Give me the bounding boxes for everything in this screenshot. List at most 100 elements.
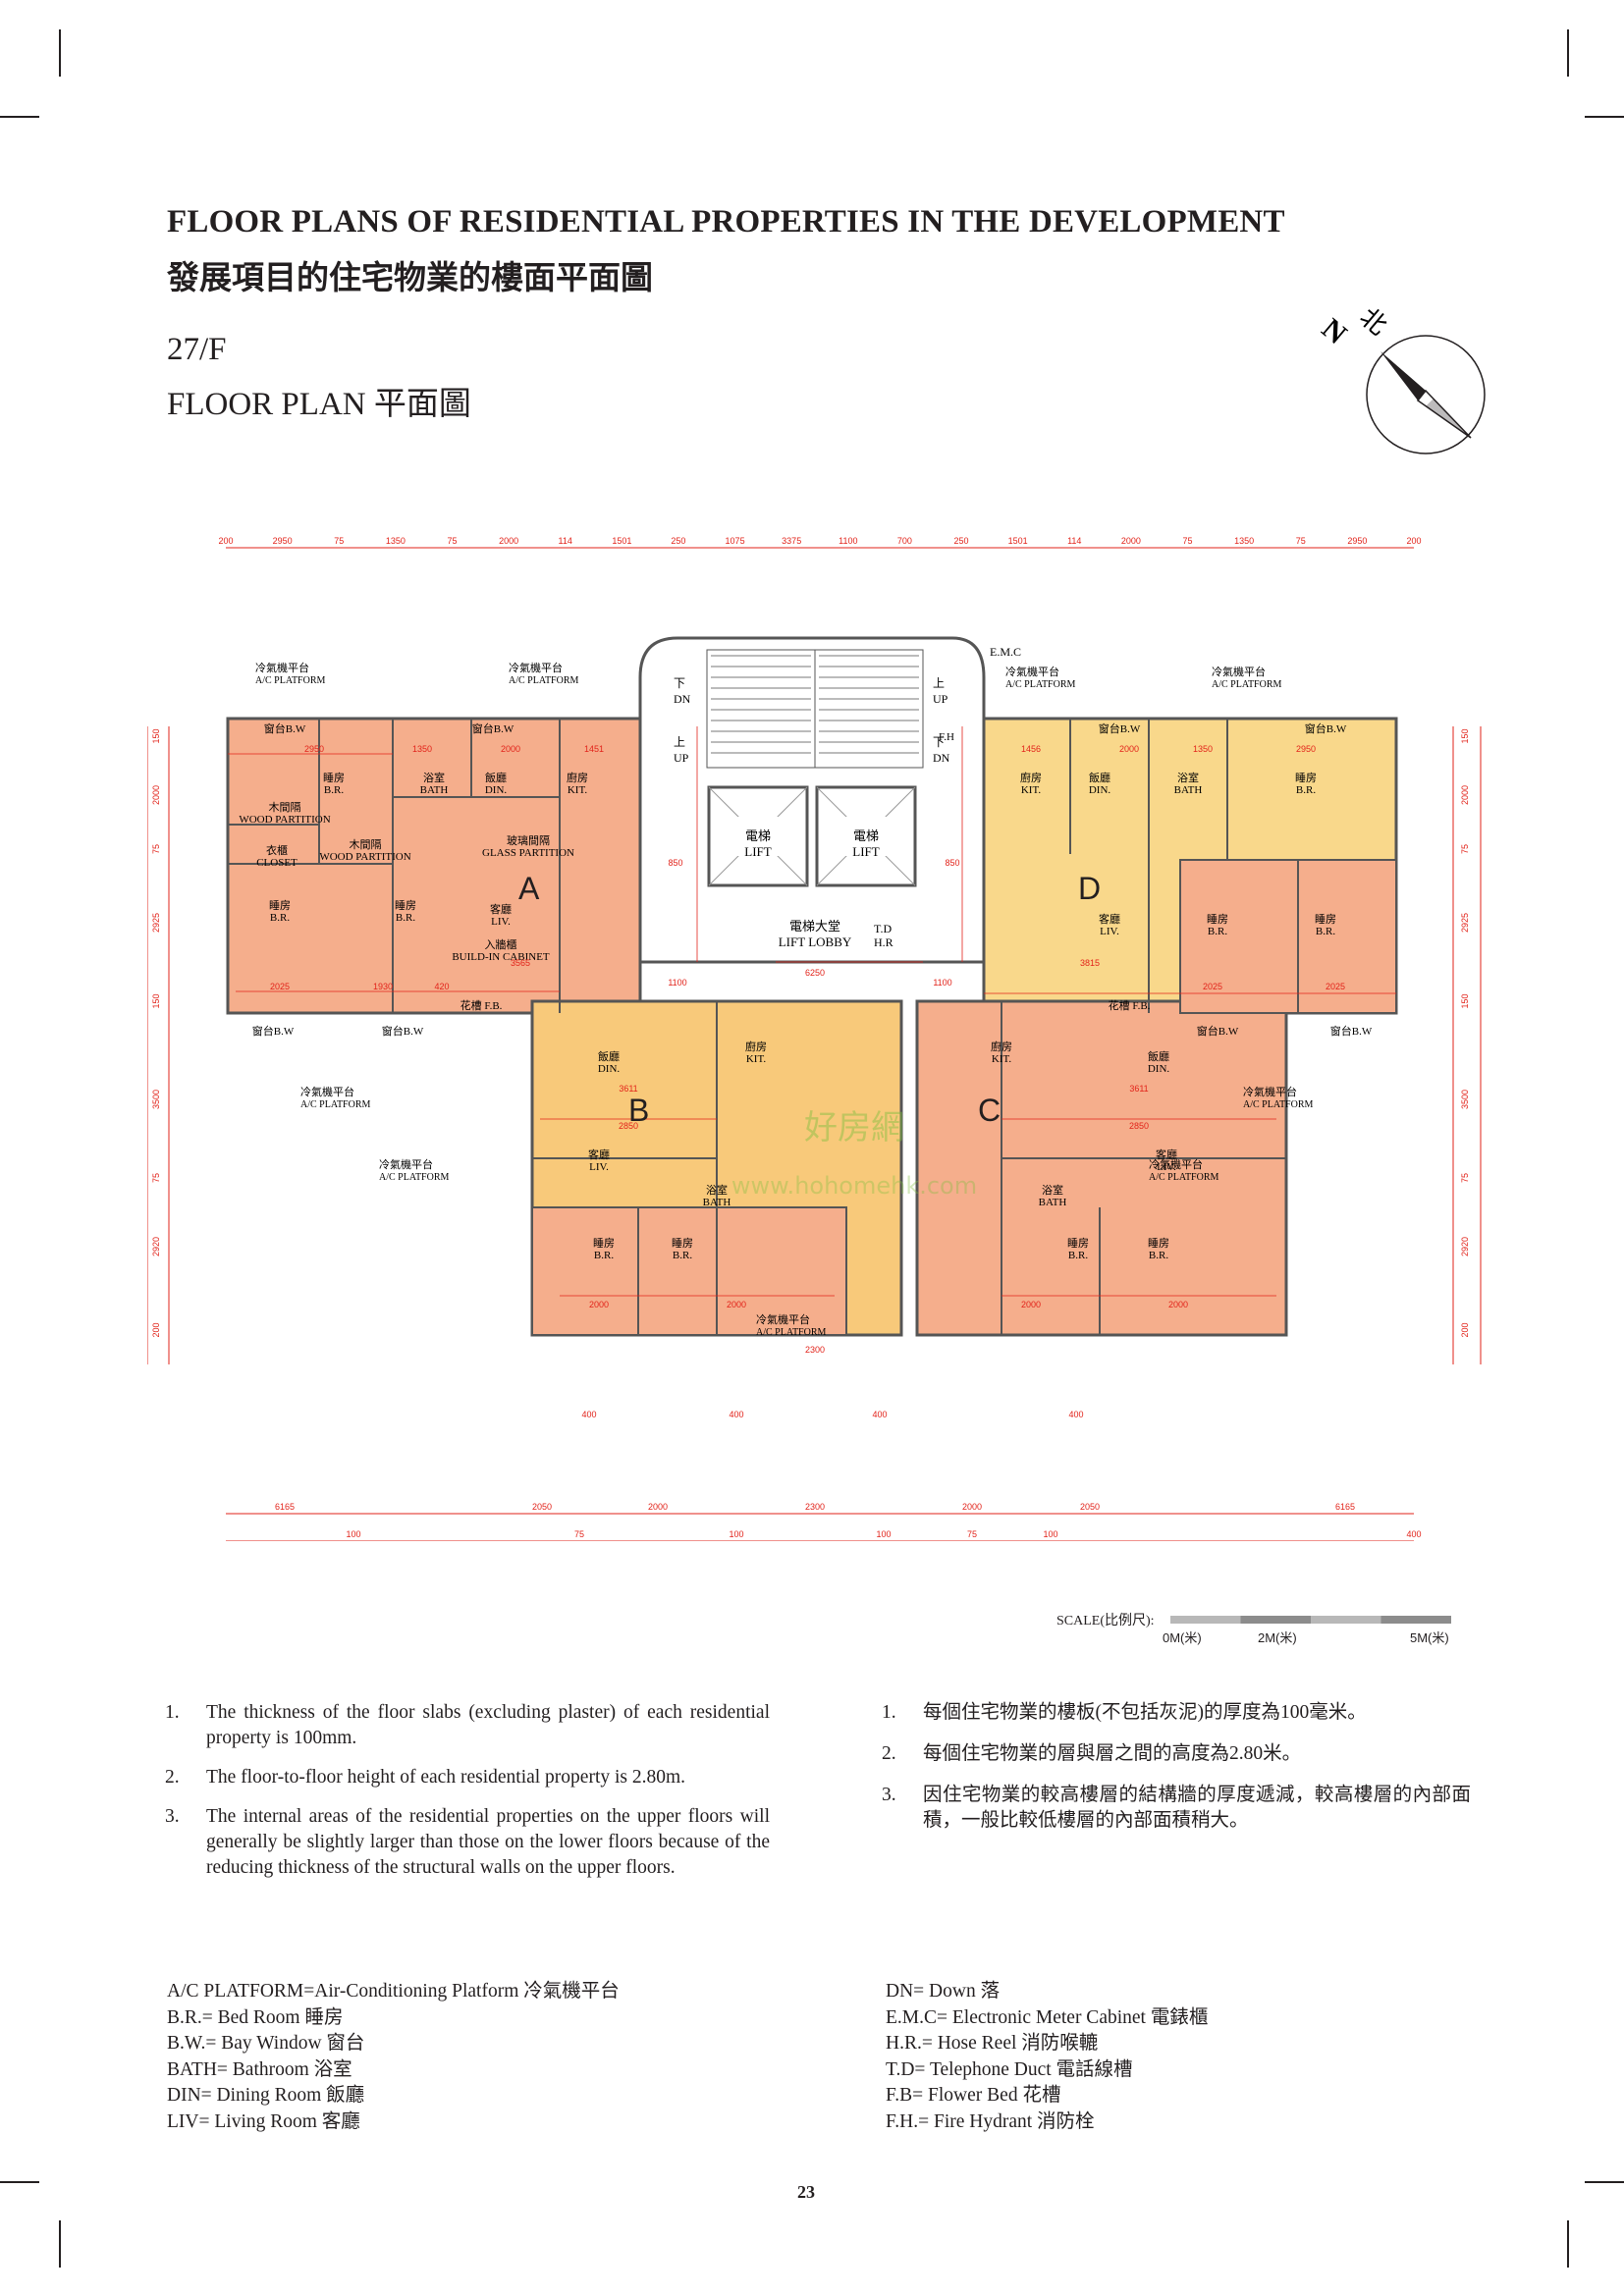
bay-window-label: 窗台B.W [1305,721,1347,735]
scale-bar-graphic [1170,1616,1451,1624]
unit-label-b: B [628,1093,649,1128]
room-label: LIV. [1100,926,1119,937]
room-label: 飯廳 [598,1049,620,1063]
ac-platform-label: 冷氣機平台 [255,661,309,674]
room-label: WOOD PARTITION [319,851,410,863]
dim-label: 1451 [584,744,604,754]
compass-zh-label: 北 [1354,302,1392,342]
room-label: BATH [703,1197,731,1208]
dim-label: 75 [1460,844,1470,854]
ac-platform-label: A/C PLATFORM [509,675,579,686]
dim-label: 2000 [1460,785,1470,805]
dim-label: 2025 [1326,982,1345,991]
dim-label: 6250 [805,968,825,978]
room-label: BUILD-IN CABINET [452,951,550,963]
room-label: B.R. [1068,1250,1088,1261]
dim-label: 2000 [501,744,520,754]
down-label: DN [674,692,691,706]
scale-label: SCALE(比例尺): [1056,1614,1155,1629]
dim-label: 2000 [1119,744,1139,754]
dim-label: 400 [729,1410,743,1419]
dim-label: 200 [151,1322,161,1337]
dim-label: 2050 [532,1502,552,1512]
legend-item: DIN= Dining Room 飯廳 [167,2085,365,2106]
scale-0m: 0M(米) [1163,1630,1202,1645]
watermark: 好房網 [804,1108,904,1148]
ac-platform-label: A/C PLATFORM [255,675,326,686]
crop-mark [59,2220,61,2268]
fh-label: F.H [939,731,954,743]
lift-label-en: LIFT [852,844,880,859]
dim-label: 2950 [1296,744,1316,754]
room-label: BATH [1174,784,1203,796]
room-label: 睡房 [269,899,291,912]
legend-item: BATH= Bathroom 浴室 [167,2058,352,2080]
bay-window-label: 窗台B.W [1197,1024,1239,1038]
dim-label: 75 [1296,536,1306,546]
legend-item: F.B= Flower Bed 花槽 [886,2085,1061,2106]
scale-bar: SCALE(比例尺): 0M(米) 2M(米) 5M(米) [1056,1610,1459,1649]
room-label: 睡房 [1207,913,1228,926]
dim-label: 3565 [511,958,530,968]
dim-label: 250 [671,536,685,546]
room-label: KIT. [992,1053,1012,1065]
down-label-zh: 下 [933,735,945,749]
dim-label: 1100 [668,978,686,988]
lobby-label-zh: 電梯大堂 [789,919,840,934]
page-title: FLOOR PLANS OF RESIDENTIAL PROPERTIES IN… [167,204,1285,240]
scale-5m: 5M(米) [1410,1630,1449,1645]
note-item: 3.因住宅物業的較高樓層的結構牆的厚度遞減，較高樓層的內部面積，一般比較低樓層的… [882,1785,1471,1831]
room-label: 客廳 [1099,912,1120,926]
up-label: UP [674,751,689,765]
ac-platform-label: A/C PLATFORM [1212,679,1282,690]
legend-item: F.H.= Fire Hydrant 消防栓 [886,2110,1095,2132]
dim-label: 3375 [782,536,801,546]
unit-label-d: D [1078,871,1101,906]
room-label: B.R. [673,1250,692,1261]
dim-label: 400 [1068,1410,1083,1419]
room-label: KIT. [568,784,588,796]
lift-label-en: LIFT [744,844,772,859]
note-item: 1.The thickness of the floor slabs (excl… [165,1702,770,1748]
legend-right: DN= Down 落 E.M.C= Electronic Meter Cabin… [886,1979,1208,2135]
room-label: KIT. [1021,784,1042,796]
hr-label: H.R [874,935,893,949]
dim-label: 3611 [1129,1084,1148,1094]
room-label: 飯廳 [1148,1049,1169,1063]
room-label: LIV. [589,1161,609,1173]
floor-plan-label: FLOOR PLAN 平面圖 [167,387,471,422]
dim-label: 2000 [1021,1300,1041,1309]
bay-window-label: 窗台B.W [1099,721,1141,735]
dim-label: 2000 [151,785,161,805]
scale-2m: 2M(米) [1258,1630,1297,1645]
dim-label: 75 [574,1529,584,1539]
bay-window-label: 窗台B.W [472,721,514,735]
room-label: 廚房 [1020,771,1042,784]
legend-item: B.W.= Bay Window 窗台 [167,2033,365,2054]
dim-label: 2950 [304,744,324,754]
room-label: 入牆櫃 [485,937,517,951]
up-label-zh: 上 [674,735,685,749]
room-label: 睡房 [1295,772,1317,784]
dim-label: 2925 [1460,913,1470,933]
dim-label: 3500 [151,1090,161,1109]
room-label: BATH [1039,1197,1067,1208]
legend-item: DN= Down 落 [886,1981,1001,2002]
bay-window-label: 窗台B.W [382,1024,424,1038]
dim-label: 2000 [1168,1300,1188,1309]
ac-platform-label: A/C PLATFORM [756,1327,827,1338]
crop-mark [0,2181,39,2183]
dim-label: 100 [1043,1529,1057,1539]
dim-label: 150 [1460,728,1470,743]
dim-label: 75 [967,1529,977,1539]
crop-mark [0,116,39,118]
room-label: 睡房 [593,1237,615,1250]
ac-platform-label: A/C PLATFORM [1005,679,1076,690]
dim-label: 1501 [1008,536,1028,546]
room-label: B.R. [396,912,415,924]
bay-window-label: 窗台B.W [1330,1024,1373,1038]
legend-item: LIV= Living Room 客廳 [167,2110,360,2132]
unit-label-c: C [978,1093,1001,1128]
room-label: 衣櫃 [266,843,288,857]
room-label: B.R. [1316,926,1335,937]
